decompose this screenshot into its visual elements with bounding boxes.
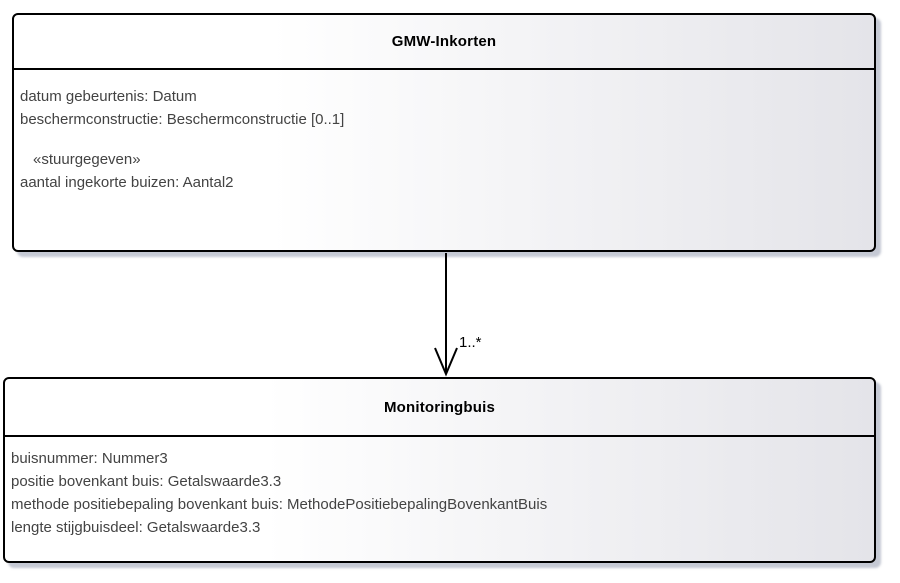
attribute-lengte-stijgbuisdeel: lengte stijgbuisdeel: Getalswaarde3.3: [11, 519, 261, 536]
class-header-monitoringbuis: Monitoringbuis: [5, 379, 874, 437]
multiplicity-label: 1..*: [459, 334, 482, 351]
class-name-gmw-inkorten: GMW-Inkorten: [391, 33, 497, 50]
attribute-buisnummer: buisnummer: Nummer3: [11, 450, 168, 467]
uml-class-gmw-inkorten[interactable]: GMW-Inkorten datum gebeurtenis: Datum be…: [12, 13, 876, 252]
class-header-gmw-inkorten: GMW-Inkorten: [14, 15, 874, 70]
attribute-datum-gebeurtenis: datum gebeurtenis: Datum: [20, 88, 197, 105]
stereotype-stuurgegeven: «stuurgegeven»: [33, 151, 141, 168]
attribute-beschermconstructie: beschermconstructie: Beschermconstructie…: [20, 111, 345, 128]
class-name-monitoringbuis: Monitoringbuis: [383, 398, 496, 416]
attribute-methode-positiebepaling: methode positiebepaling bovenkant buis: …: [11, 496, 548, 513]
class-attributes-monitoringbuis: buisnummer: Nummer3 positie bovenkant bu…: [5, 437, 874, 539]
open-arrowhead-icon: [434, 347, 458, 377]
attribute-aantal-ingekorte-buizen: aantal ingekorte buizen: Aantal2: [20, 174, 234, 191]
class-attributes-gmw-inkorten: datum gebeurtenis: Datum beschermconstru…: [14, 70, 874, 194]
uml-class-monitoringbuis[interactable]: Monitoringbuis buisnummer: Nummer3 posit…: [3, 377, 876, 563]
association-connector[interactable]: [428, 251, 508, 377]
attribute-positie-bovenkant-buis: positie bovenkant buis: Getalswaarde3.3: [11, 473, 282, 490]
